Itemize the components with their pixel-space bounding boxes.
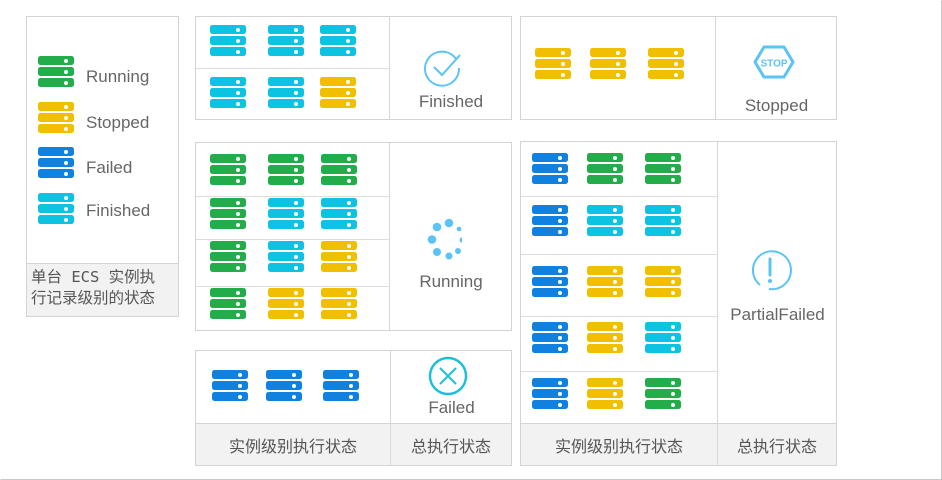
legend-label-finished: Finished: [86, 201, 151, 220]
server-icon-running: [210, 154, 246, 185]
overall-status-column-label: 总执行状态: [410, 436, 491, 456]
row-divider: [521, 371, 717, 372]
check-circle-icon: [423, 48, 465, 93]
row-divider: [521, 316, 717, 317]
overall-status-column-label: 总执行状态: [736, 436, 817, 456]
server-icon-finished: [645, 205, 681, 236]
server-icon-running: [645, 378, 681, 409]
server-icon-finished: [268, 241, 304, 272]
server-icon-running: [645, 153, 681, 184]
server-icon-failed: [532, 322, 568, 353]
cell-divider: [389, 143, 390, 330]
row-divider: [521, 254, 717, 255]
legend-label-failed: Failed: [86, 158, 133, 177]
server-icon-stopped: [535, 48, 571, 79]
server-icon-finished: [38, 193, 74, 224]
legend-label-stopped: Stopped: [86, 113, 150, 132]
overall-status-label: Stopped: [744, 96, 809, 115]
instance-status-column-label: 实例级别执行状态: [554, 436, 683, 456]
column-footer: 实例级别执行状态 总执行状态: [521, 423, 836, 465]
cell-divider: [717, 424, 718, 465]
instance-status-column-label: 实例级别执行状态: [228, 436, 357, 456]
server-icon-finished: [210, 77, 246, 108]
server-icon-finished: [210, 25, 246, 56]
cell-divider: [717, 142, 718, 424]
stopped-example-panel: STOP Stopped: [520, 16, 837, 120]
column-footer: 实例级别执行状态 总执行状态: [196, 423, 511, 465]
legend-footer-line-2: 行记录级别的状态: [31, 289, 156, 307]
server-icon-stopped: [645, 266, 681, 297]
cell-divider: [390, 424, 391, 465]
server-icon-running: [268, 154, 304, 185]
server-icon-failed: [532, 153, 568, 184]
cell-divider: [715, 17, 716, 119]
finished-example-panel: Finished: [195, 16, 512, 120]
server-icon-failed: [212, 370, 248, 401]
server-icon-failed: [532, 205, 568, 236]
server-icon-finished: [320, 25, 356, 56]
server-icon-stopped: [590, 48, 626, 79]
legend-footer-line-1: 单台 ECS 实例执: [31, 268, 156, 286]
overall-status-label: Finished: [418, 92, 484, 111]
row-divider: [196, 239, 389, 240]
row-divider: [196, 286, 389, 287]
server-icon-running: [210, 241, 246, 272]
exclamation-circle-icon: [748, 249, 792, 298]
overall-status-label: Failed: [428, 398, 475, 417]
server-icon-finished: [268, 25, 304, 56]
server-icon-stopped: [587, 378, 623, 409]
server-icon-running: [210, 288, 246, 319]
row-divider: [196, 68, 389, 69]
server-icon-running: [587, 153, 623, 184]
stop-sign-icon: STOP: [753, 45, 795, 84]
server-icon-finished: [268, 77, 304, 108]
server-icon-stopped: [38, 102, 74, 133]
server-icon-failed: [532, 378, 568, 409]
overall-status-label: Running: [419, 272, 483, 291]
server-icon-failed: [38, 147, 74, 178]
x-circle-icon: [427, 356, 469, 401]
stop-sign-text: STOP: [760, 59, 787, 70]
server-icon-stopped: [587, 322, 623, 353]
server-icon-failed: [323, 370, 359, 401]
row-divider: [196, 196, 389, 197]
cell-divider: [389, 17, 390, 119]
server-icon-finished: [321, 198, 357, 229]
failed-example-panel: Failed 实例级别执行状态 总执行状态: [195, 350, 512, 466]
server-icon-running: [321, 154, 357, 185]
row-divider: [521, 196, 717, 197]
server-icon-failed: [532, 266, 568, 297]
server-icon-failed: [266, 370, 302, 401]
cell-divider: [390, 351, 391, 424]
server-icon-stopped: [648, 48, 684, 79]
partial-failed-example-panel: PartialFailed 实例级别执行状态 总执行状态: [520, 141, 837, 466]
running-example-panel: Running: [195, 142, 512, 331]
overall-status-label: PartialFailed: [730, 305, 825, 324]
server-icon-stopped: [321, 241, 357, 272]
server-icon-stopped: [321, 288, 357, 319]
server-icon-stopped: [320, 77, 356, 108]
legend-footer: 单台 ECS 实例执 行记录级别的状态: [27, 263, 178, 316]
server-icon-running: [38, 56, 74, 87]
loading-spinner-icon: [422, 218, 465, 267]
server-icon-finished: [587, 205, 623, 236]
server-icon-stopped: [587, 266, 623, 297]
server-icon-stopped: [268, 288, 304, 319]
legend-label-running: Running: [86, 67, 150, 86]
server-icon-finished: [268, 198, 304, 229]
server-icon-running: [210, 198, 246, 229]
server-icon-finished: [645, 322, 681, 353]
